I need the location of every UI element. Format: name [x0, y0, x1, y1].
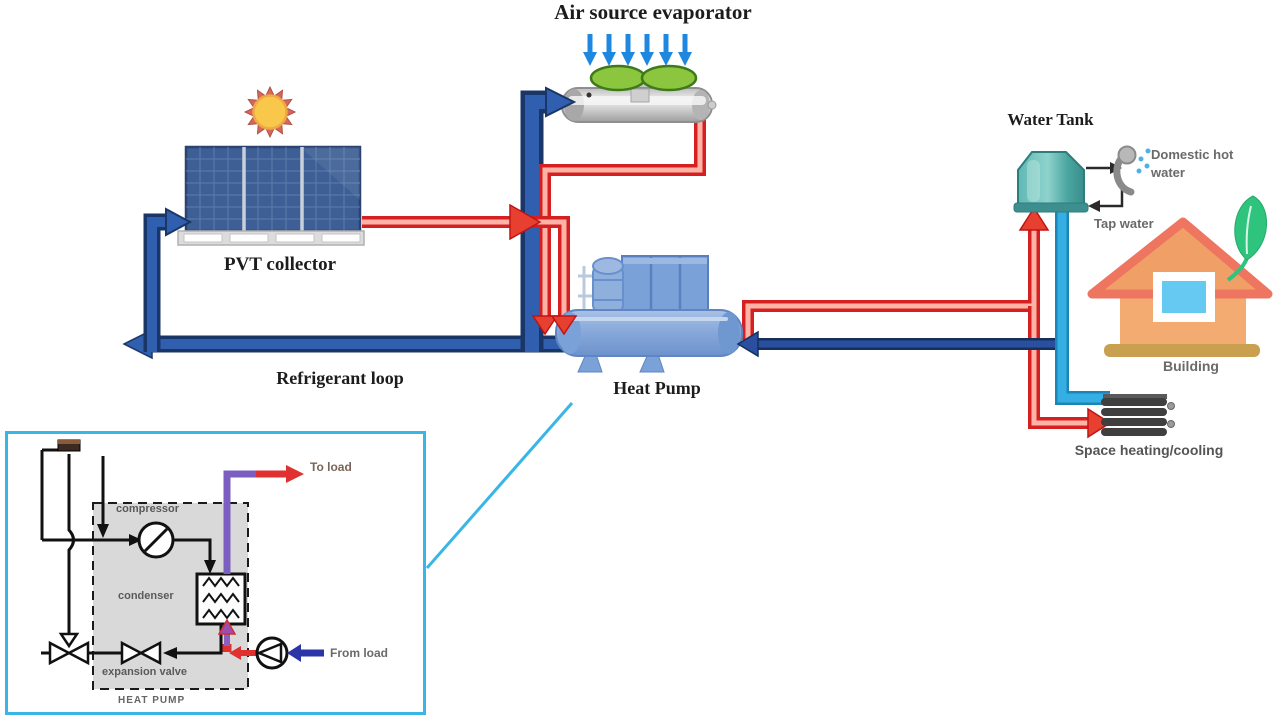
source-lines — [40, 448, 129, 634]
condenser-label: condenser — [118, 590, 174, 602]
expansion-valve-icon — [120, 640, 162, 666]
heat-pump-inset: compressor condenser expansion valve HEA… — [5, 431, 426, 715]
space-heating-cooling-label: Space heating/cooling — [1074, 442, 1224, 458]
water-tank-label: Water Tank — [1007, 110, 1094, 129]
inset-connector-line — [425, 402, 574, 569]
tap-water-label: Tap water — [1094, 216, 1154, 231]
compressor-label: compressor — [116, 503, 179, 515]
house-icon — [1087, 217, 1273, 357]
heat-pump-label: Heat Pump — [613, 378, 701, 398]
building-label: Building — [1163, 358, 1219, 374]
into-compressor-arrow — [129, 534, 142, 546]
expansion-valve-label: expansion valve — [102, 666, 187, 678]
inset-graphics — [40, 439, 324, 690]
refrigerant-loop-cold-pipe — [122, 90, 565, 360]
tap-water-pipe — [1055, 208, 1110, 405]
from-load-label: From load — [330, 646, 389, 660]
cold-return-pipe — [736, 330, 1063, 358]
pvt-collector-label: PVT collector — [223, 254, 337, 275]
compressor-icon — [137, 521, 175, 559]
cold-into-pvt-arrow — [165, 207, 193, 237]
heat-pump-icon — [555, 255, 743, 373]
hot-into-radiator-arrow — [1087, 407, 1112, 439]
into-condenser-arrow — [204, 560, 216, 574]
inset-heat-pump-label: HEAT PUMP — [118, 695, 186, 706]
shower-icon — [1113, 145, 1151, 196]
radiator-icon — [1101, 394, 1175, 436]
into-expansion-valve-arrow — [163, 647, 177, 659]
hot-into-heatpump-arrow-1 — [531, 315, 559, 336]
hot-into-tank-arrow — [1018, 206, 1050, 231]
leaf-icon — [1226, 195, 1267, 282]
hot-into-heatpump-arrow-2 — [550, 315, 578, 336]
condenser-icon — [195, 572, 247, 626]
pvt-panel-icon — [177, 145, 365, 246]
to-load-label: To load — [310, 460, 352, 474]
three-way-valve-icon — [48, 632, 90, 666]
cold-into-evaporator-arrow — [545, 86, 577, 118]
air-flow-arrows — [583, 34, 692, 66]
down-arrow — [97, 524, 109, 538]
sun-icon — [243, 85, 297, 139]
pvt-hot-pipe — [362, 203, 570, 320]
from-load-line — [229, 636, 324, 670]
refrigerant-loop-label: Refrigerant loop — [276, 368, 404, 388]
evaporator-hot-pipe — [539, 110, 706, 320]
domestic-hot-water-label: Domestic hot water — [1151, 147, 1234, 180]
tap-water-arrow — [1088, 200, 1100, 212]
to-load-line — [223, 465, 304, 574]
fan-icon — [589, 64, 698, 92]
condenser-return-arrow — [217, 618, 237, 652]
water-tank-icon — [1013, 151, 1089, 213]
air-source-evaporator-label: Air source evaporator — [554, 0, 752, 24]
